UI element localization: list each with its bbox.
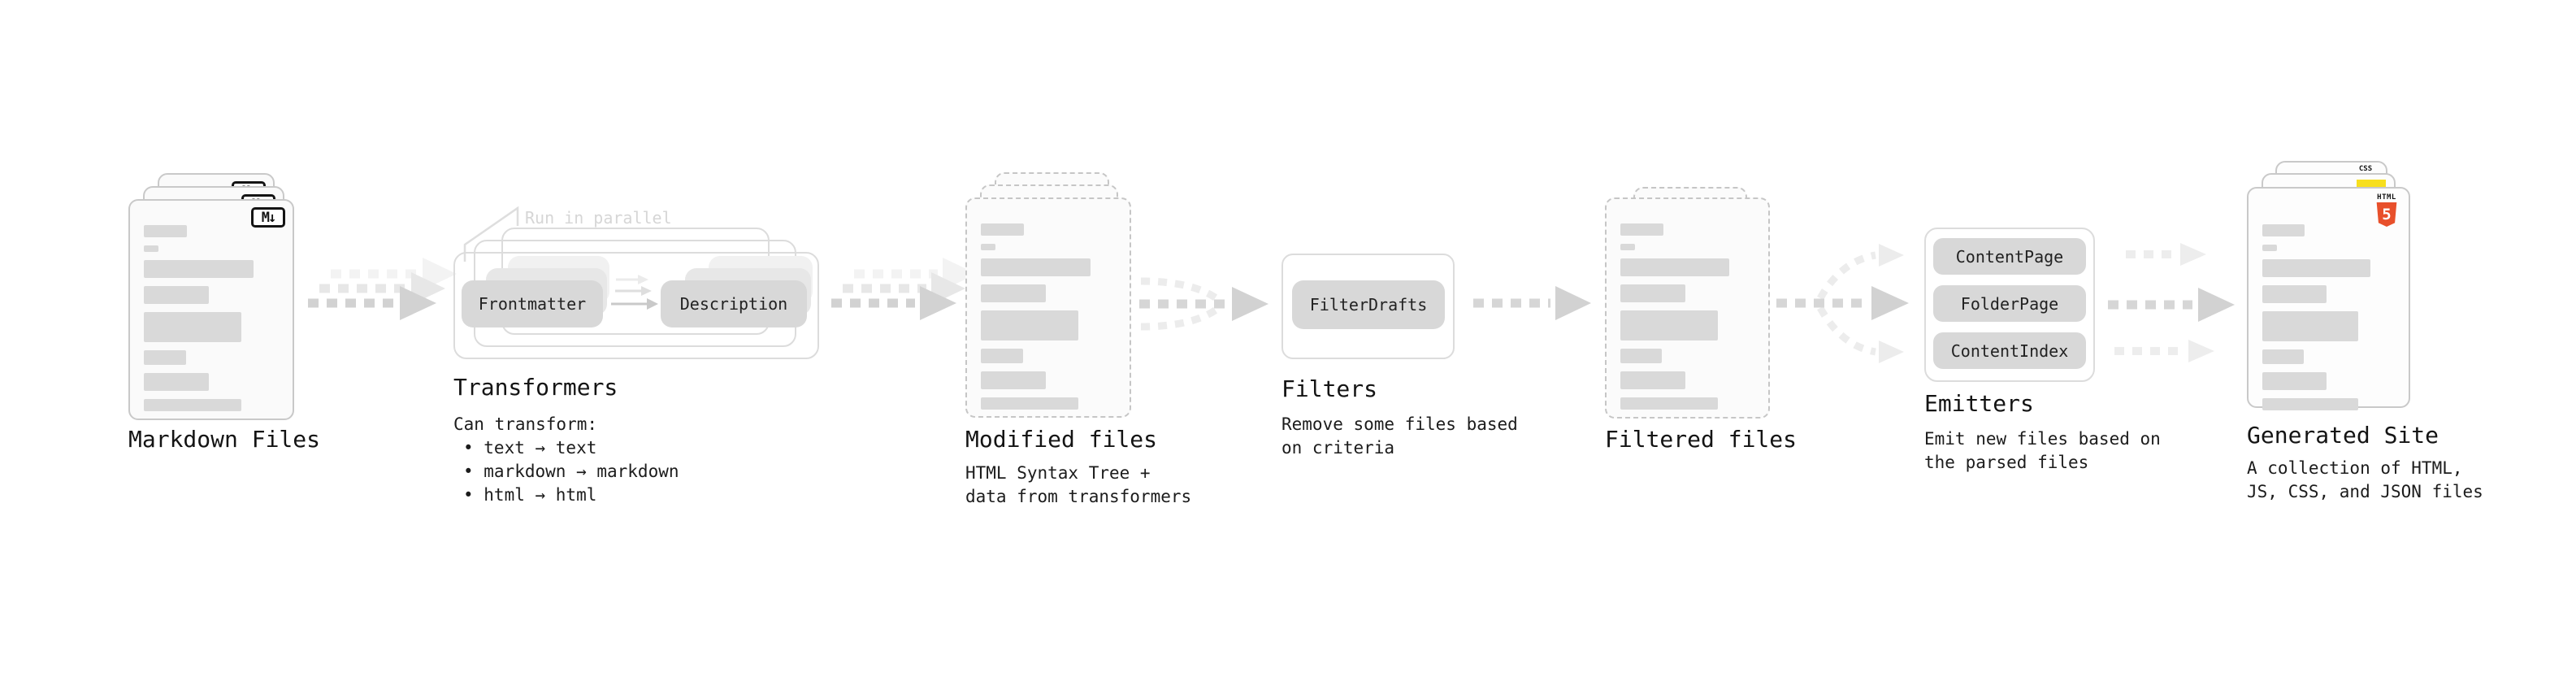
transformers-bullet: • text → text <box>463 438 597 458</box>
filtered-doc-front <box>1605 197 1770 419</box>
modified-desc-line: data from transformers <box>965 487 1192 506</box>
modified-desc-line: HTML Syntax Tree + <box>965 463 1151 483</box>
transformers-label: Transformers <box>453 374 618 401</box>
arrow-transformers-to-modified <box>831 258 977 320</box>
generated-doc-html: HTML 5 <box>2247 187 2410 410</box>
modified-doc-front <box>965 197 1131 418</box>
text-placeholder-bars <box>144 225 280 411</box>
filters-description: Remove some files based on criteria <box>1281 413 1518 460</box>
filters-box <box>1281 254 1455 359</box>
text-placeholder-bars <box>1620 223 1755 410</box>
arrow-filtered-to-emitters <box>1776 244 1909 363</box>
css-icon-label: CSS <box>2358 165 2373 173</box>
generated-desc-line: A collection of HTML, <box>2247 458 2463 478</box>
transformers-bullet: • markdown → markdown <box>463 462 679 481</box>
emitters-desc-line: Emit new files based on <box>1924 429 2161 449</box>
filters-label: Filters <box>1281 375 1378 402</box>
emitters-desc-line: the parsed files <box>1924 453 2089 472</box>
filter-drafts-pill: FilterDrafts <box>1292 280 1445 329</box>
html5-shield: 5 <box>2376 202 2397 227</box>
description-pill: Description <box>661 280 807 327</box>
run-in-parallel-annotation: Run in parallel <box>525 208 672 228</box>
generated-site-description: A collection of HTML, JS, CSS, and JSON … <box>2247 457 2483 504</box>
modified-files-label: Modified files <box>965 426 1158 453</box>
text-placeholder-bars <box>2262 224 2396 410</box>
transformers-desc-title: Can transform: <box>453 414 598 434</box>
html5-digit: 5 <box>2382 205 2392 223</box>
emitter-pills: ContentPage FolderPage ContentIndex <box>1933 238 2086 369</box>
arrow-emitters-to-generated <box>2108 243 2235 362</box>
content-index-pill: ContentIndex <box>1933 332 2086 369</box>
html5-icon-label: HTML <box>2377 193 2396 202</box>
filters-desc-line: on criteria <box>1281 438 1395 458</box>
filtered-files-label: Filtered files <box>1605 426 1798 453</box>
text-placeholder-bars <box>981 223 1117 410</box>
transformer-parallel-arrows <box>611 275 658 310</box>
content-page-pill: ContentPage <box>1933 238 2086 275</box>
frontmatter-pill: Frontmatter <box>462 280 603 327</box>
folder-page-pill: FolderPage <box>1933 285 2086 322</box>
generated-site-label: Generated Site <box>2247 422 2439 449</box>
transformers-box-front <box>453 252 819 359</box>
modified-files-description: HTML Syntax Tree + data from transformer… <box>965 462 1191 509</box>
arrow-modified-to-filters <box>1139 277 1268 331</box>
emitters-box <box>1924 228 2095 382</box>
transformers-description: Can transform: • text → text • markdown … <box>453 413 679 507</box>
html5-icon: HTML 5 <box>2373 193 2400 227</box>
emitters-description: Emit new files based on the parsed files <box>1924 427 2161 475</box>
markdown-doc-front: M↓ <box>128 199 294 420</box>
arrow-markdown-to-transformers <box>308 258 457 320</box>
generated-desc-line: JS, CSS, and JSON files <box>2247 482 2483 501</box>
markdown-files-label: Markdown Files <box>128 426 321 453</box>
markdown-icon: M↓ <box>251 207 285 228</box>
emitters-label: Emitters <box>1924 390 2034 417</box>
transformers-bullet: • html → html <box>463 485 597 505</box>
filters-desc-line: Remove some files based <box>1281 414 1518 434</box>
arrow-filters-to-filtered <box>1473 286 1591 320</box>
